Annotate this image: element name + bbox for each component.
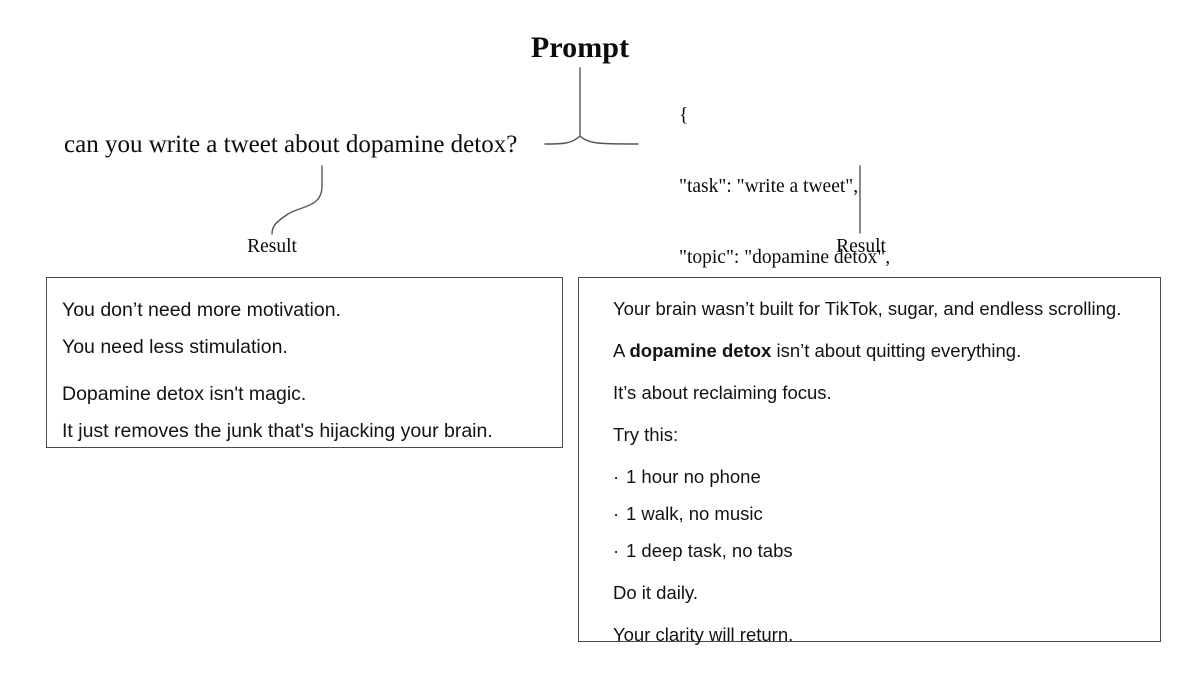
list-item: · 1 walk, no music xyxy=(613,502,1142,526)
bullet-dot-icon: · xyxy=(613,540,620,561)
result-label-right: Result xyxy=(836,236,886,257)
right-output-paragraph-highlight: A dopamine detox isn’t about quitting ev… xyxy=(613,339,1142,363)
page-title: Prompt xyxy=(530,31,630,64)
json-line-open: { xyxy=(679,105,689,127)
list-item: · 1 hour no phone xyxy=(613,465,1142,489)
json-line-task: "task": "write a tweet", xyxy=(679,175,859,197)
right-output-paragraph: Your clarity will return. xyxy=(613,624,794,645)
right-output-paragraph: Your brain wasn’t built for TikTok, suga… xyxy=(613,298,1122,319)
list-item-label: 1 deep task, no tabs xyxy=(626,540,793,561)
list-item-label: 1 walk, no music xyxy=(626,503,763,524)
right-output-paragraph: It’s about reclaiming focus. xyxy=(613,382,832,403)
bullet-dot-icon: · xyxy=(613,503,620,524)
left-result-connector xyxy=(271,165,323,235)
prompt-fork-connector xyxy=(544,67,639,145)
left-output-line: You need less stimulation. xyxy=(62,336,288,358)
bullet-dot-icon: · xyxy=(613,466,620,487)
left-output-line: Dopamine detox isn't magic. xyxy=(62,383,307,405)
paragraph-suffix: isn’t about quitting everything. xyxy=(771,340,1022,361)
right-output-list-heading: Try this: xyxy=(613,424,679,445)
result-label-left: Result xyxy=(247,236,297,257)
paragraph-prefix: A xyxy=(613,340,630,361)
right-output-box: Your brain wasn’t built for TikTok, suga… xyxy=(578,277,1161,645)
list-item: · 1 deep task, no tabs xyxy=(613,539,1142,563)
right-output-bullet-list: · 1 hour no phone · 1 walk, no music · 1 de… xyxy=(613,465,1142,563)
left-output-line: You don’t need more motivation. xyxy=(62,299,341,321)
left-output-box: You don’t need more motivation. You need… xyxy=(46,277,563,448)
json-line-topic: "topic": "dopamine detox", xyxy=(679,246,891,268)
right-output-paragraph: Do it daily. xyxy=(613,582,698,603)
left-output-line: It just removes the junk that's hijackin… xyxy=(62,420,493,442)
list-item-label: 1 hour no phone xyxy=(626,466,761,487)
user-question-text: can you write a tweet about dopamine det… xyxy=(64,131,518,158)
bold-keyword: dopamine detox xyxy=(629,340,772,361)
